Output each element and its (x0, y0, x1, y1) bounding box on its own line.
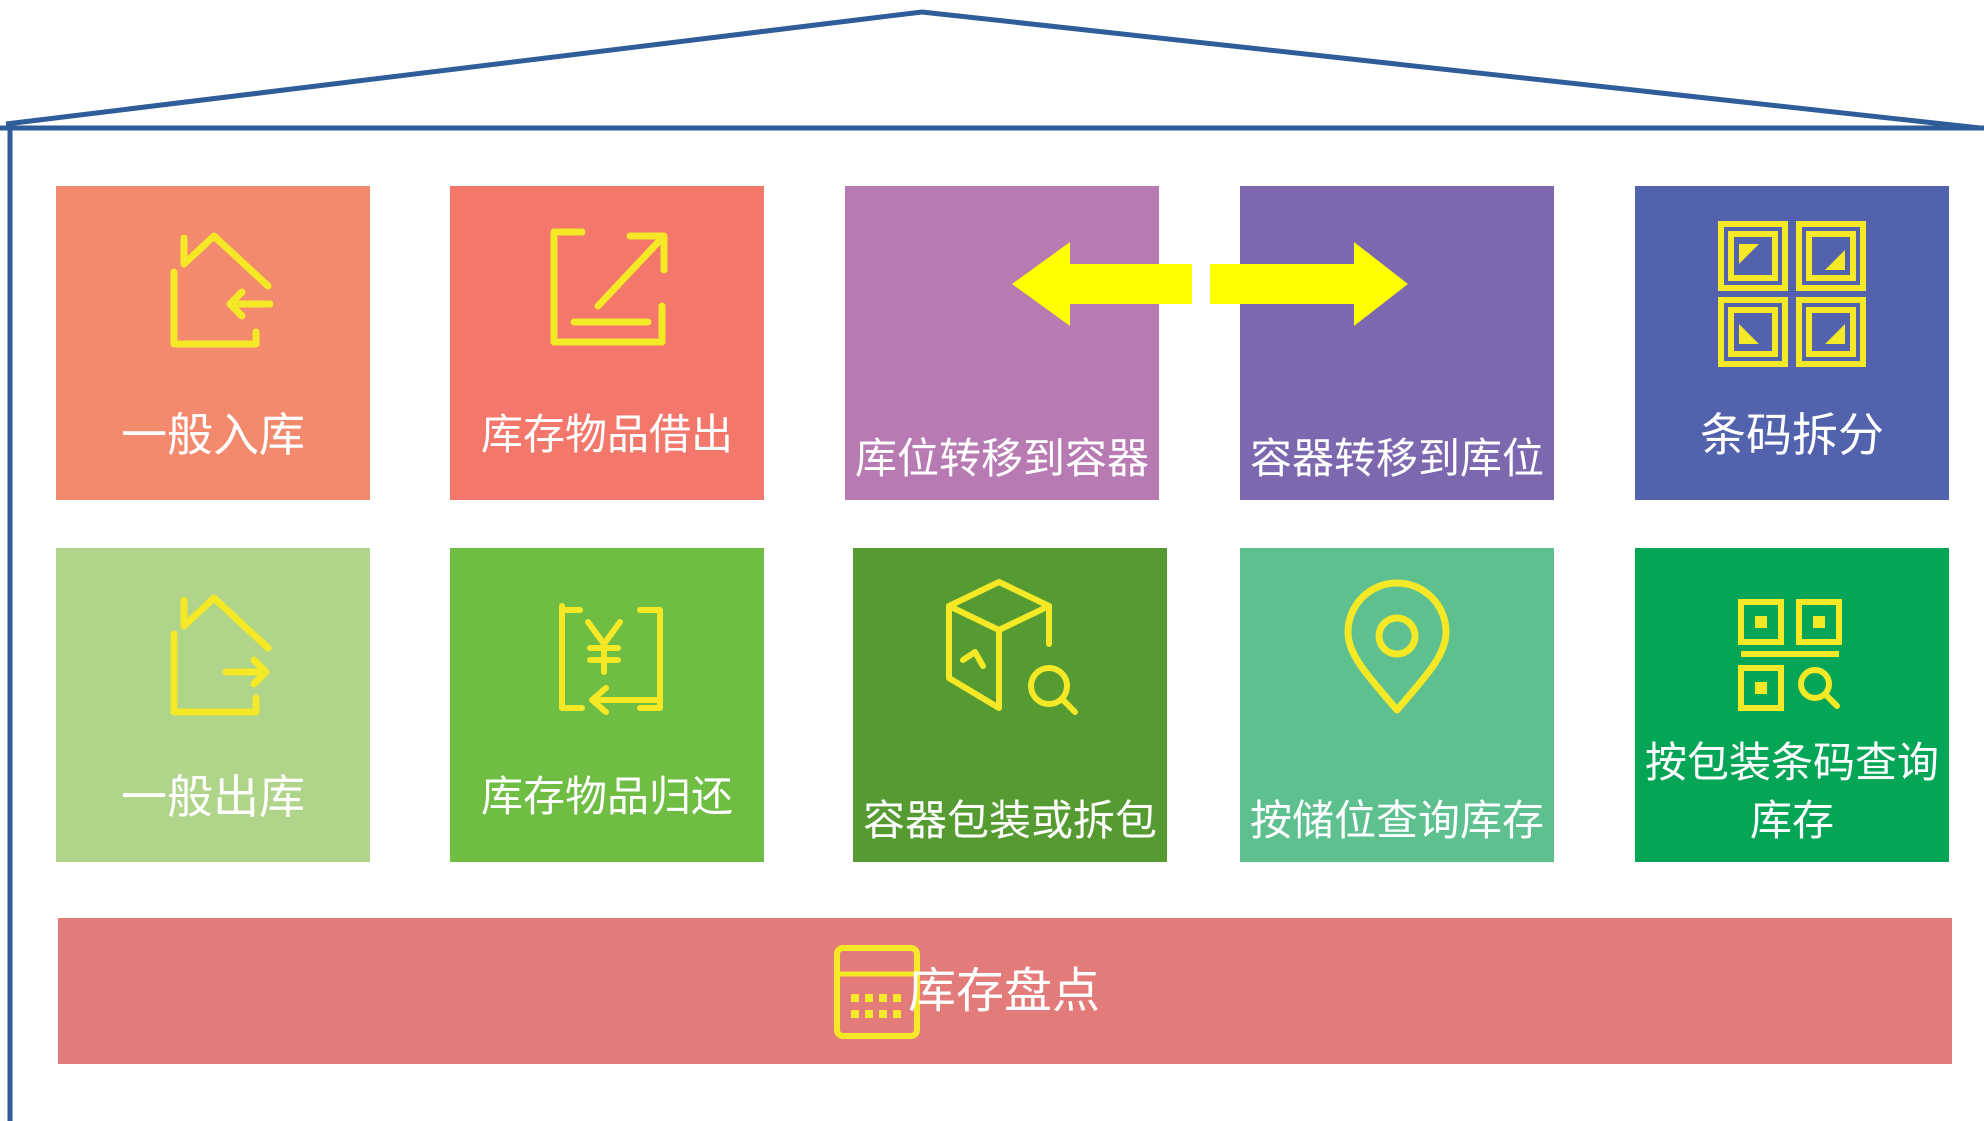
tile-label: 条码拆分 (1700, 408, 1884, 462)
tile-label: 库位转移到容器 (854, 434, 1149, 483)
tile-barcode-split[interactable]: 条码拆分 (1635, 186, 1949, 500)
tile-container-to-location[interactable]: 容器转移到库位 (1240, 186, 1554, 500)
tile-stock-return[interactable]: 库存物品归还 (450, 548, 764, 862)
tile-label: 库存物品归还 (480, 772, 733, 821)
qr-search-icon (1738, 599, 1842, 711)
stock-count-label: 库存盘点 (908, 963, 1101, 1019)
house-out-icon (170, 594, 272, 716)
tile-label: 库存物品借出 (480, 410, 733, 459)
stock-count-button[interactable]: 库存盘点 (58, 918, 1952, 1064)
share-out-icon (550, 228, 668, 346)
tile-label: 一般出库 (121, 770, 305, 824)
map-pin-icon (1344, 579, 1450, 714)
tile-label: 按储位查询库存 (1249, 796, 1544, 845)
tile-label: 容器包装或拆包 (862, 796, 1157, 845)
tile-query-by-barcode[interactable]: 按包装条码查询库存 (1635, 548, 1949, 862)
tile-label: 一般入库 (121, 408, 305, 462)
double-arrow-icon (1012, 242, 1408, 326)
house-in-icon (170, 232, 274, 348)
box-search-icon (946, 579, 1078, 715)
tile-stock-lend[interactable]: 库存物品借出 (450, 186, 764, 500)
yen-return-icon (559, 603, 663, 715)
tile-label: 容器转移到库位 (1249, 434, 1544, 483)
tile-container-pack[interactable]: 容器包装或拆包 (853, 548, 1167, 862)
calculator-icon (834, 945, 920, 1039)
tile-general-outbound[interactable]: 一般出库 (56, 548, 370, 862)
tile-label: 按包装条码查询库存 (1644, 738, 1939, 845)
tile-location-to-container[interactable]: 库位转移到容器 (845, 186, 1159, 500)
tile-query-by-location[interactable]: 按储位查询库存 (1240, 548, 1554, 862)
split-grid-icon (1718, 221, 1866, 367)
tile-general-inbound[interactable]: 一般入库 (56, 186, 370, 500)
